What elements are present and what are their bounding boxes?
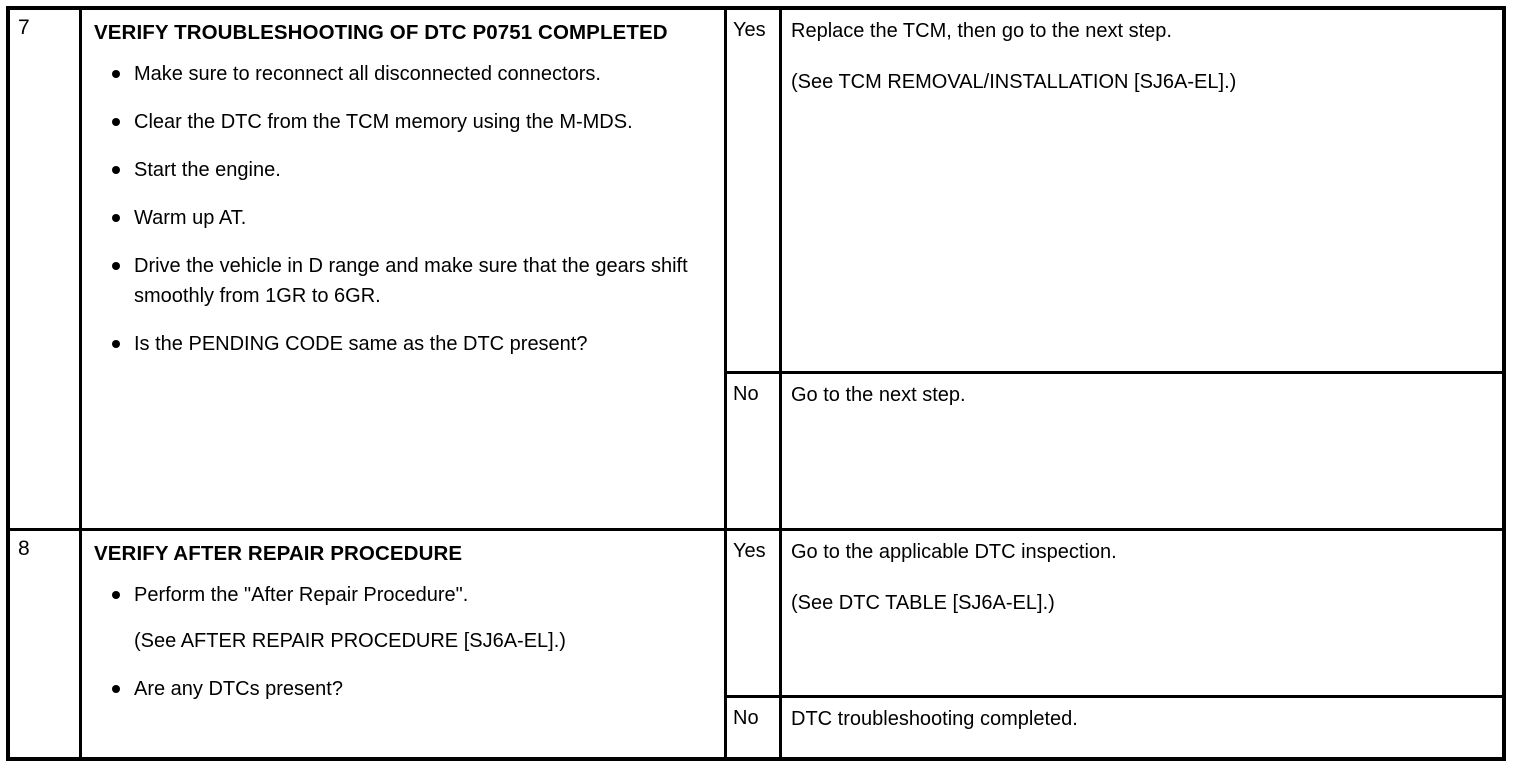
answer-line: Go to the next step. <box>791 384 966 406</box>
step-number-cell: 8 <box>10 531 82 757</box>
answer-action-text: DTC troubleshooting completed. <box>782 698 1502 757</box>
answer-reference-line: (See DTC TABLE [SJ6A-EL].) <box>791 592 1055 614</box>
list-item: Make sure to reconnect all disconnected … <box>94 59 714 89</box>
table-row: 7 VERIFY TROUBLESHOOTING OF DTC P0751 CO… <box>10 10 1502 531</box>
answer-action-text: Go to the applicable DTC inspection. (Se… <box>782 531 1502 695</box>
list-item: Warm up AT. <box>94 203 714 233</box>
answer-label: Yes <box>727 531 782 695</box>
answer-action-text: Replace the TCM, then go to the next ste… <box>782 10 1502 371</box>
answer-row-no: No DTC troubleshooting completed. <box>727 698 1502 757</box>
procedure-bullet-list: Make sure to reconnect all disconnected … <box>94 59 714 359</box>
answer-action-text: Go to the next step. <box>782 374 1502 528</box>
list-item: Clear the DTC from the TCM memory using … <box>94 107 714 137</box>
list-item: Perform the "After Repair Procedure". <box>94 580 714 610</box>
answer-line: Replace the TCM, then go to the next ste… <box>791 20 1172 42</box>
table-row: 8 VERIFY AFTER REPAIR PROCEDURE Perform … <box>10 531 1502 757</box>
answer-line: Go to the applicable DTC inspection. <box>791 541 1117 563</box>
list-item: Drive the vehicle in D range and make su… <box>94 251 714 311</box>
answer-reference-line: (See TCM REMOVAL/INSTALLATION [SJ6A-EL].… <box>791 71 1237 93</box>
diagnostic-table: 7 VERIFY TROUBLESHOOTING OF DTC P0751 CO… <box>6 6 1506 761</box>
inspection-procedure-cell: VERIFY AFTER REPAIR PROCEDURE Perform th… <box>82 531 727 757</box>
list-item: Is the PENDING CODE same as the DTC pres… <box>94 329 714 359</box>
procedure-reference-note: (See AFTER REPAIR PROCEDURE [SJ6A-EL].) <box>134 630 566 653</box>
answer-label: No <box>727 374 782 528</box>
answer-row-no: No Go to the next step. <box>727 374 1502 528</box>
answer-line: DTC troubleshooting completed. <box>791 708 1078 730</box>
list-item: Are any DTCs present? <box>94 674 714 704</box>
answer-label: Yes <box>727 10 782 371</box>
answer-cells: Yes Go to the applicable DTC inspection.… <box>727 531 1502 757</box>
step-number-cell: 7 <box>10 10 82 528</box>
answer-row-yes: Yes Replace the TCM, then go to the next… <box>727 10 1502 374</box>
inspection-procedure-cell: VERIFY TROUBLESHOOTING OF DTC P0751 COMP… <box>82 10 727 528</box>
list-item: Start the engine. <box>94 155 714 185</box>
answer-cells: Yes Replace the TCM, then go to the next… <box>727 10 1502 528</box>
answer-row-yes: Yes Go to the applicable DTC inspection.… <box>727 531 1502 698</box>
answer-label: No <box>727 698 782 757</box>
procedure-bullet-list: Perform the "After Repair Procedure". (S… <box>94 580 714 704</box>
step-heading: VERIFY TROUBLESHOOTING OF DTC P0751 COMP… <box>94 21 668 44</box>
step-heading: VERIFY AFTER REPAIR PROCEDURE <box>94 542 463 565</box>
